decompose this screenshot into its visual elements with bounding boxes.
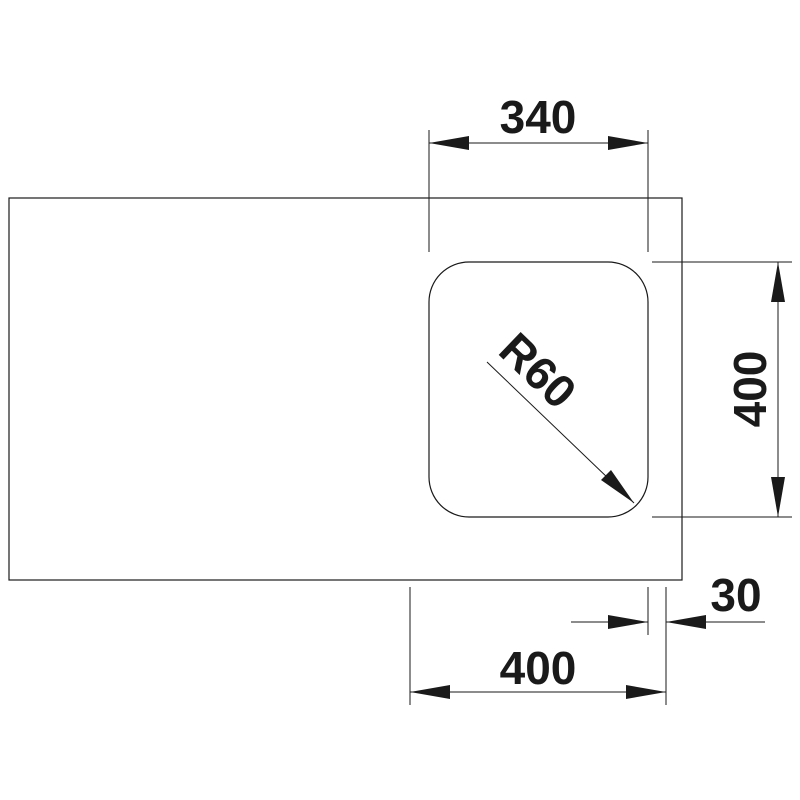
top-arrow-left [429,136,469,150]
bottom-arrow-right [626,685,666,699]
offset-arrow-left [608,615,648,629]
sink-bowl-outline [428,261,649,518]
radius-label: R60 [490,322,587,418]
top-width-label: 340 [500,91,577,143]
top-width-dimension: 340 [428,91,649,252]
bowl-height-label: 400 [724,351,776,428]
bottom-width-dimension: 400 [409,587,666,705]
right-arrow-bottom [771,477,785,517]
bottom-width-label: 400 [500,642,577,694]
bowl-height-dimension: 400 [652,261,792,518]
offset-arrow-right [666,615,706,629]
offset-dimension: 30 [571,569,765,705]
bottom-arrow-left [410,685,450,699]
radius-arrow [601,470,634,503]
right-arrow-top [771,262,785,302]
worktop-outline [8,197,683,581]
offset-label: 30 [710,569,761,621]
top-arrow-right [608,136,648,150]
radius-dimension: R60 [486,322,635,504]
